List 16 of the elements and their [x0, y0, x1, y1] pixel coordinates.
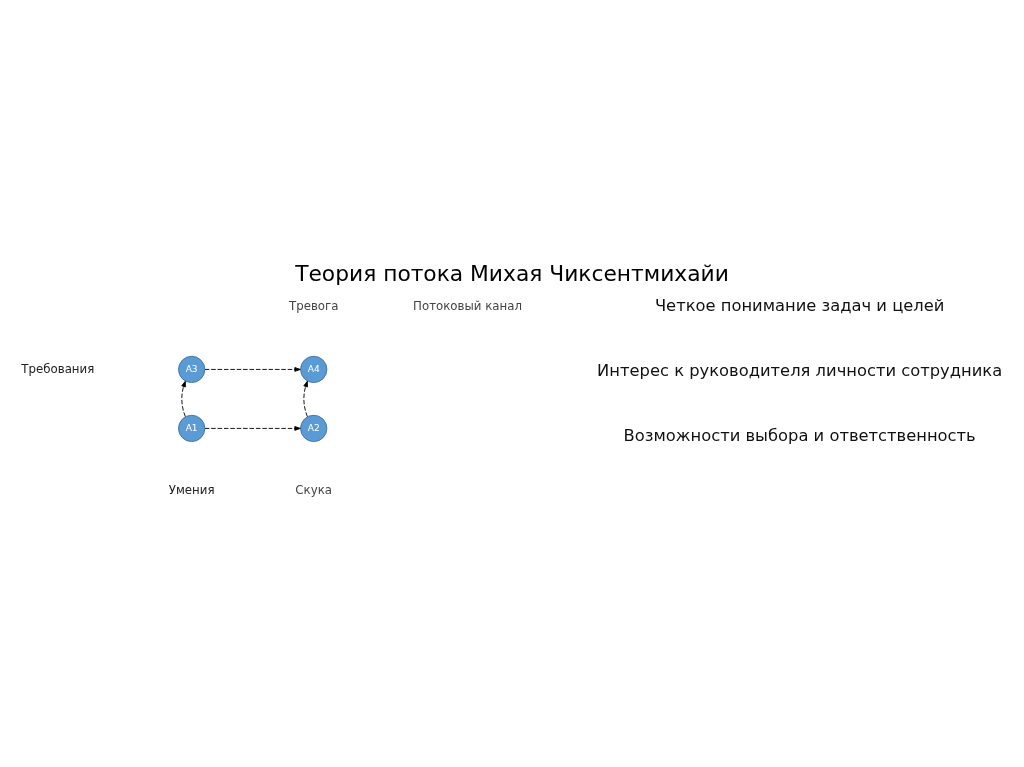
- label: Интерес к руководителя личности сотрудника: [597, 361, 1003, 381]
- label: Требования: [21, 361, 95, 376]
- node-circle: A3: [178, 355, 206, 384]
- label: Умения: [168, 483, 215, 498]
- label: Возможности выбора и ответственность: [623, 426, 976, 446]
- label: Потоковый канал: [413, 298, 522, 313]
- diagram-title: Теория потока Михая Чиксентмихайи: [295, 260, 729, 286]
- label: Четкое понимание задач и целей: [654, 295, 945, 315]
- arrow: [181, 380, 186, 418]
- label: Тревога: [288, 298, 339, 313]
- node-circle: A4: [300, 355, 328, 384]
- arrow: [204, 426, 301, 431]
- node-circle: A2: [300, 414, 328, 443]
- arrow: [204, 367, 301, 372]
- node-circle: A1: [178, 414, 206, 443]
- arrow: [303, 380, 308, 418]
